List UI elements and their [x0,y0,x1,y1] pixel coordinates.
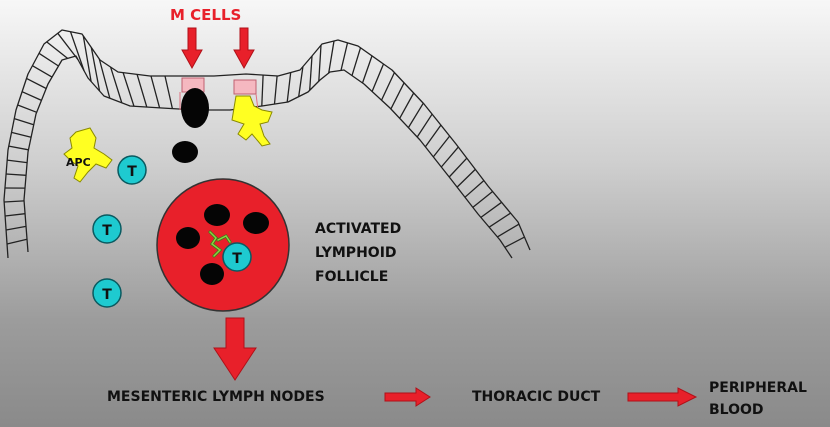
follicle-cell-4 [200,263,224,285]
epithelium-segment [299,67,303,97]
epithelium-segment [287,73,291,103]
lymphocyte-under-m-cell [181,88,209,128]
epithelium-segment [441,147,458,167]
epithelium-segment [310,56,312,90]
arrow-to-thoracic-duct [385,388,430,406]
epithelium-segment [319,45,321,81]
t-cell-mid: T [93,215,121,243]
epithelium-segment [382,73,395,101]
epithelium-segment [465,181,484,198]
arrow-to-peripheral-blood [628,388,696,406]
epithelium-segment [363,56,373,83]
epithelium-segment [47,42,68,59]
epithelium-segment [400,93,414,118]
epithelium-segment [391,83,404,109]
epithelium-segment [9,146,29,150]
epithelium-segment [71,32,85,71]
peripheral-blood-line-1: PERIPHERAL [709,377,807,399]
epithelium-segment [7,239,27,244]
epithelium-segment [275,76,278,104]
m-cell-arrows [182,28,254,68]
t-cell-lower: T [93,279,121,307]
follicle-label-line-2: LYMPHOID [315,241,401,265]
epithelium-segment [14,119,33,125]
epithelium-segment [417,114,432,137]
m-cell-arrow-right [234,28,254,68]
lymphoid-follicle [157,179,289,311]
t-cell-upper: T [118,156,146,184]
t-cell-label-mid: T [102,223,112,239]
epithelium-segment [6,226,26,230]
epithelium-segment [408,103,423,127]
epithelium-segment [329,41,334,73]
epithelium-segment [22,92,41,101]
epithelium-segment [352,48,361,76]
epithelium-segment [18,105,37,112]
t-cell-follicle: T [223,243,251,271]
epithelium-segment [449,158,467,177]
epithelium-segment [505,237,525,247]
follicle-cell-3 [243,212,269,234]
epithelium-segment [425,125,441,147]
epithelium-segment [137,74,147,107]
apc-cell [64,128,112,182]
epithelium-segment [489,213,511,227]
epithelium-segment [123,73,134,107]
epithelium-segment [4,201,24,202]
apc-label: APC [66,156,91,169]
epithelium-segment [32,66,52,77]
epithelium-segment [5,214,25,216]
dendritic-cell-right [232,96,272,146]
m-cell-arrow-left [182,28,202,68]
follicle-label: ACTIVATED LYMPHOID FOLLICLE [315,217,401,289]
m-cells-label: M CELLS [170,6,241,24]
epithelium-segment [7,160,27,163]
m-cell-right [234,80,256,94]
follicle-cell-1 [204,204,230,226]
follicle-label-line-3: FOLLICLE [315,265,401,289]
follicle-down-arrow [214,318,256,380]
epithelium-segment [457,169,475,187]
t-cell-label-lower: T [102,287,112,303]
peripheral-blood-label: PERIPHERAL BLOOD [709,377,807,421]
epithelium-segment [341,43,348,71]
epithelium-segment [262,75,263,106]
lymphocyte-small [172,141,198,163]
epithelium-segment [151,76,160,108]
epithelium-segment [27,78,47,88]
follicle-label-line-1: ACTIVATED [315,217,401,241]
thoracic-duct-label: THORACIC DUCT [472,389,600,405]
mesenteric-lymph-nodes-label: MESENTERIC LYMPH NODES [107,389,325,405]
epithelium-segment [83,36,91,82]
epithelium-segment [372,64,383,92]
epithelium-segment [473,192,493,208]
epithelium-segment [165,76,172,109]
t-cell-label-follicle: T [232,251,242,267]
epithelium-segment [481,202,502,217]
follicle-cell-2 [176,227,200,249]
epithelium-segment [39,53,59,66]
epithelium-segment [12,132,32,137]
peripheral-blood-line-2: BLOOD [709,399,807,421]
t-cell-label-upper: T [127,164,137,180]
epithelium-segment [6,174,26,175]
epithelium-segment [497,224,519,237]
epithelium-segment [433,136,449,157]
